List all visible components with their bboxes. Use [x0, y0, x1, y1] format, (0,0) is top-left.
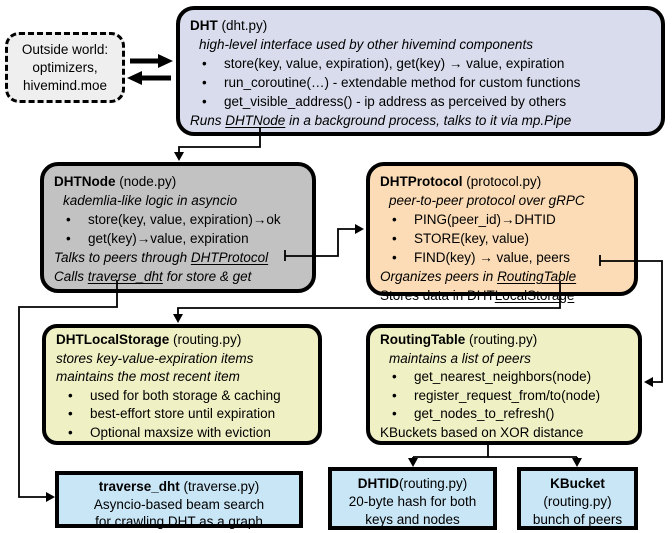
routing-subtitle: maintains a list of peers [389, 350, 531, 366]
dhtlocalstorage-node: DHTLocalStorage (routing.py) stores key-… [42, 324, 322, 445]
routingtable-link: RoutingTable [497, 269, 577, 284]
dhtnode-title: DHTNode [54, 174, 116, 189]
dhtnode-subtitle: kademlia-like logic in asyncio [63, 193, 238, 208]
traverse-file: (traverse.py) [179, 479, 260, 494]
kbucket-file: (routing.py) [543, 494, 612, 509]
dhtid-line: keys and nodes [365, 512, 460, 527]
dhtnode-title-line: DHTNode (node.py) [54, 172, 302, 191]
dhtnode-node: DHTNode (node.py) kademlia-like logic in… [40, 162, 316, 293]
dhtprotocol-bullet: PING(peer_id)→DHTID [380, 210, 624, 229]
traversedht-link: traverse_dht [87, 269, 163, 284]
dhtprotocol-subtitle: peer-to-peer protocol over gRPC [389, 193, 585, 208]
dhtnode-bullet: store(key, value, expiration)→ok [54, 210, 302, 229]
storage-title-line: DHTLocalStorage (routing.py) [56, 331, 308, 350]
dhtprotocol-node: DHTProtocol (protocol.py) peer-to-peer p… [366, 162, 638, 303]
storage-subtitle: stores key-value-expiration items [56, 350, 254, 366]
traverse-line: for crawling DHT as a graph [95, 514, 263, 529]
routing-bullet: get_nodes_to_refresh() [380, 405, 628, 424]
dht-bullet: get_visible_address() - ip address as pe… [190, 92, 651, 111]
dhtid-node: DHTID(routing.py) 20-byte hash for both … [328, 467, 497, 530]
dhtprotocol-bullet: FIND(key) → value, peers [380, 248, 624, 267]
dht-bullet: run_coroutine(…) - extendable method for… [190, 73, 651, 92]
storage-bullet: used for both storage & caching [56, 387, 308, 406]
dht-title: DHT [190, 18, 218, 33]
storage-title: DHTLocalStorage [56, 332, 170, 347]
outside-world-line: Outside world: [21, 41, 109, 57]
storage-subtitle: maintains the most recent item [56, 369, 240, 385]
arrow-routingtable-to-dhtid-kbucket [408, 444, 582, 467]
dht-bullet: store(key, value, expiration), get(key) … [190, 54, 651, 73]
dhtnode-file: (node.py) [115, 174, 177, 189]
localstorage-link: LocalStorage [494, 288, 575, 303]
routing-file: (routing.py) [465, 332, 538, 347]
dhtprotocol-file: (protocol.py) [462, 174, 542, 189]
arrow-outside-to-dht [130, 54, 173, 68]
dht-footer: Runs DHTNode in a background process, ta… [190, 113, 572, 128]
outside-world-line: optimizers, [32, 59, 98, 75]
traverse-title: traverse_dht [98, 479, 180, 494]
dht-subtitle: high-level interface used by other hivem… [199, 37, 533, 52]
kbucket-line: bunch of peers [532, 512, 623, 527]
traverse-line: Asyncio-based beam search [93, 496, 265, 512]
dhtnode-link: DHTNode [225, 113, 286, 128]
routing-title-line: RoutingTable (routing.py) [380, 331, 628, 350]
routing-bullet: register_request_from/to(node) [380, 387, 628, 406]
dhtnode-protocol-line: Talks to peers through DHTProtocol [54, 250, 269, 265]
routing-footer: KBuckets based on XOR distance [380, 424, 584, 440]
outside-world-line: hivemind.moe [22, 77, 108, 93]
dhtnode-traverse-line: Calls traverse_dht for store & get [54, 269, 252, 284]
outside-world-node: Outside world: optimizers, hivemind.moe [5, 32, 125, 103]
dhtid-file: (routing.py) [398, 476, 468, 491]
dhtnode-bullet: get(key)→value, expiration [54, 229, 302, 248]
storage-bullet: best-effort store until expiration [56, 405, 308, 424]
dht-title-line: DHT (dht.py) [190, 16, 651, 35]
traversedht-node: traverse_dht (traverse.py) Asyncio-based… [55, 471, 303, 529]
dhtprotocol-title: DHTProtocol [380, 174, 463, 189]
kbucket-title: KBucket [550, 476, 605, 491]
arrow-dht-to-outside [127, 71, 171, 85]
dht-file: (dht.py) [217, 18, 268, 33]
dhtprotocol-link: DHTProtocol [190, 250, 269, 265]
dhtid-line: 20-byte hash for both [348, 494, 477, 509]
routingtable-node: RoutingTable (routing.py) maintains a li… [366, 324, 642, 445]
routing-bullet: get_nearest_neighbors(node) [380, 368, 628, 387]
dhtprotocol-storage-line: Stores data in DHTLocalStorage [380, 288, 575, 303]
dht-node: DHT (dht.py) high-level interface used b… [176, 6, 665, 136]
dhtprotocol-bullet: STORE(key, value) [380, 229, 624, 248]
dhtid-title: DHTID [357, 476, 399, 491]
storage-bullet: Optional maxsize with eviction [56, 424, 308, 443]
dhtid-title-line: DHTID(routing.py) [332, 475, 493, 493]
kbucket-node: KBucket (routing.py) bunch of peers [517, 467, 638, 530]
storage-file: (routing.py) [169, 332, 242, 347]
traverse-title-line: traverse_dht (traverse.py) [59, 478, 299, 496]
dhtprotocol-routing-line: Organizes peers in RoutingTable [380, 269, 577, 284]
dhtprotocol-title-line: DHTProtocol (protocol.py) [380, 172, 624, 191]
routing-title: RoutingTable [380, 332, 466, 347]
